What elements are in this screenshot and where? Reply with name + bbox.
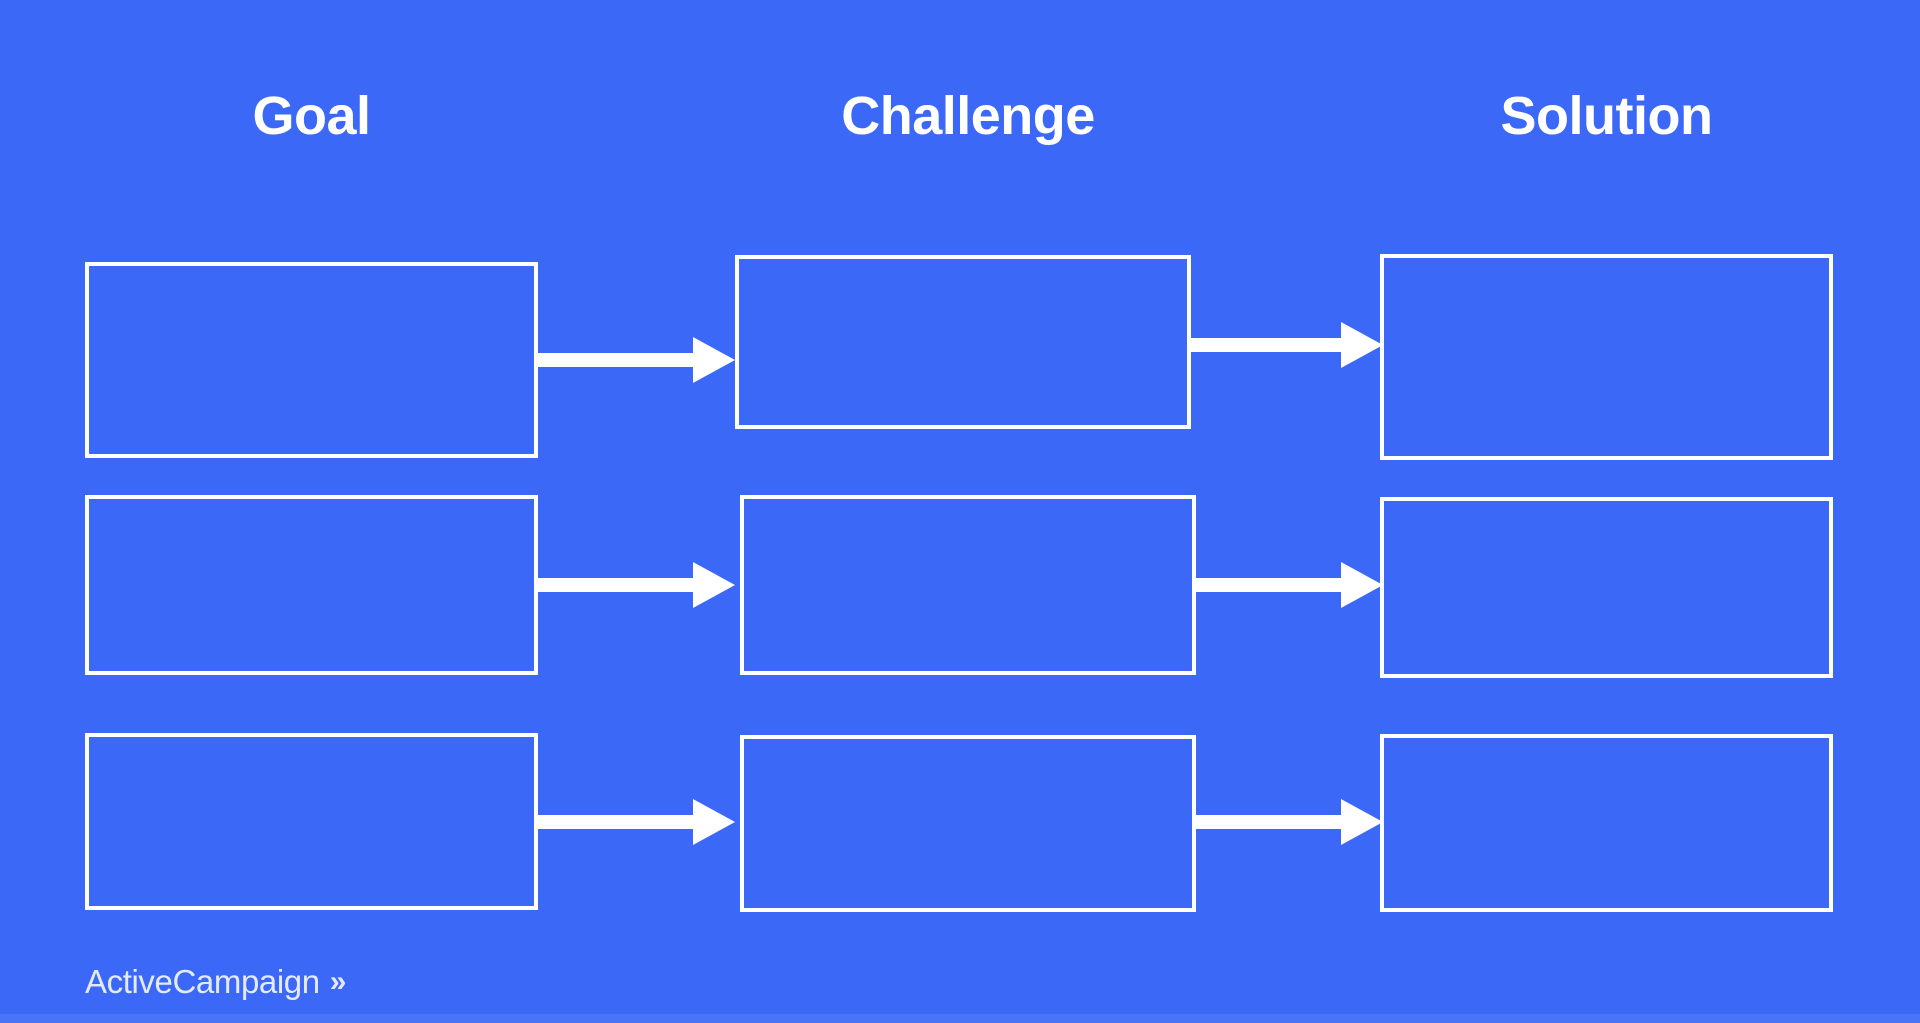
arrow-shaft (1196, 578, 1346, 592)
node-box-goal-3[interactable] (85, 733, 538, 910)
node-box-challenge-3[interactable] (740, 735, 1196, 912)
arrow-shaft (538, 578, 698, 592)
node-box-solution-3[interactable] (1380, 734, 1833, 912)
arrow-shaft (538, 815, 698, 829)
arrow-shaft (1196, 815, 1346, 829)
arrow-challenge-1-to-solution-1 (1191, 322, 1383, 368)
node-box-challenge-2[interactable] (740, 495, 1196, 675)
column-heading-goal: Goal (252, 86, 371, 146)
node-box-goal-2-label (89, 499, 534, 519)
node-box-challenge-1[interactable] (735, 255, 1191, 429)
column-headings: Goal Challenge Solution (0, 84, 1920, 164)
arrow-shaft (538, 353, 698, 367)
arrow-head-icon (1341, 562, 1383, 608)
arrow-head-icon (693, 337, 735, 383)
arrow-head-icon (693, 799, 735, 845)
arrow-goal-1-to-challenge-1 (538, 337, 735, 383)
double-chevron-right-icon: » (329, 965, 347, 998)
arrow-shaft (1191, 338, 1346, 352)
bottom-edge-band (0, 1014, 1920, 1023)
column-heading-challenge: Challenge (841, 86, 1095, 146)
node-box-challenge-3-label (744, 739, 1192, 759)
node-box-solution-1[interactable] (1380, 254, 1833, 460)
node-box-goal-3-label (89, 737, 534, 757)
node-box-solution-2-label (1384, 501, 1829, 521)
node-box-solution-3-label (1384, 738, 1829, 758)
column-heading-solution: Solution (1500, 86, 1713, 146)
node-box-solution-1-label (1384, 258, 1829, 278)
arrow-goal-3-to-challenge-3 (538, 799, 735, 845)
brand-name-text: ActiveCampaign (85, 963, 320, 1000)
node-box-solution-2[interactable] (1380, 497, 1833, 678)
arrow-head-icon (1341, 799, 1383, 845)
node-box-goal-1[interactable] (85, 262, 538, 458)
arrow-challenge-3-to-solution-3 (1196, 799, 1383, 845)
node-box-challenge-2-label (744, 499, 1192, 519)
node-box-goal-1-label (89, 266, 534, 286)
node-box-goal-2[interactable] (85, 495, 538, 675)
arrow-challenge-2-to-solution-2 (1196, 562, 1383, 608)
arrow-head-icon (1341, 322, 1383, 368)
brand-logo: ActiveCampaign » (85, 963, 346, 1001)
node-box-challenge-1-label (739, 259, 1187, 279)
arrow-head-icon (693, 562, 735, 608)
arrow-goal-2-to-challenge-2 (538, 562, 735, 608)
